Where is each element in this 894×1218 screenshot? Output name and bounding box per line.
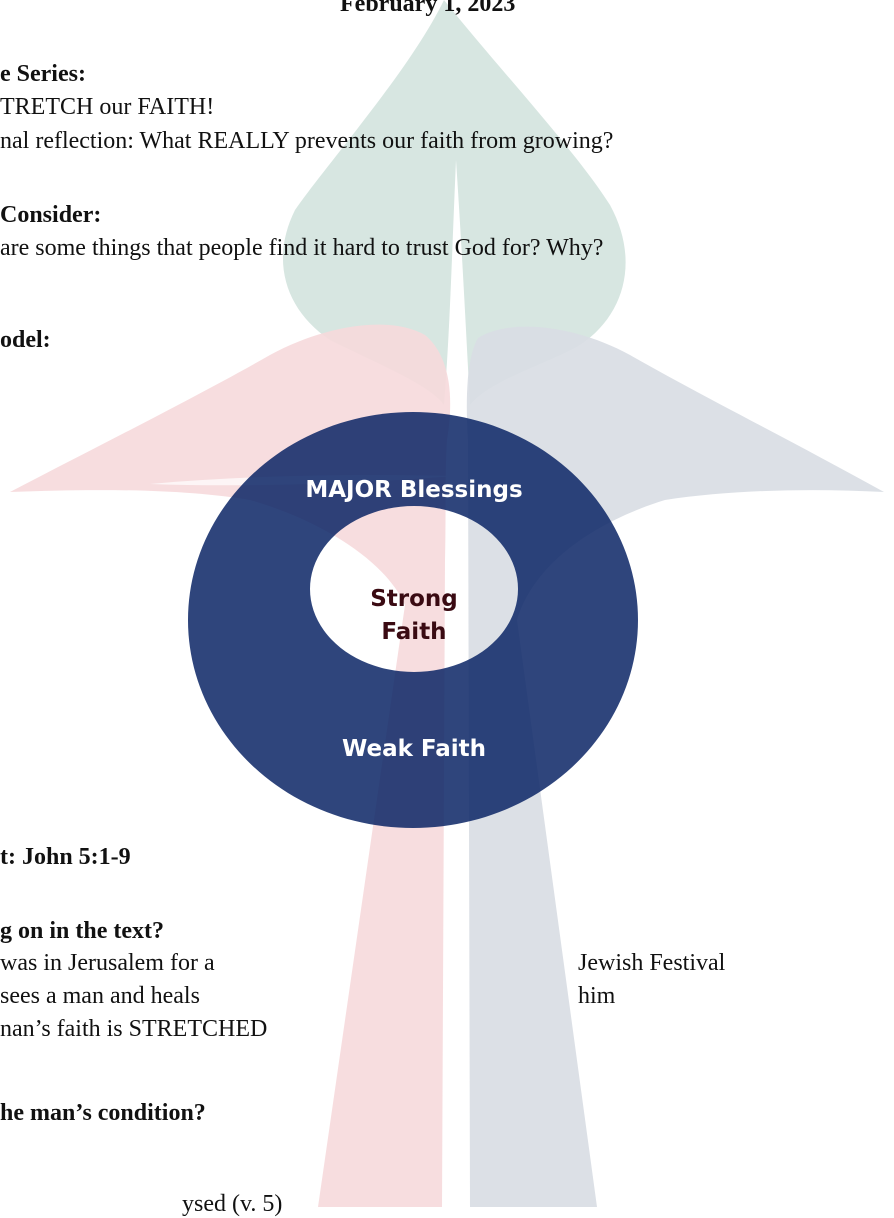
series-line-2: nal reflection: What REALLY prevents our… <box>0 128 614 154</box>
consider-line: are some things that people find it hard… <box>0 235 604 261</box>
model-heading: odel: <box>0 327 51 353</box>
faith-ring <box>187 412 638 828</box>
going-on-right-line-2: him <box>578 983 616 1009</box>
going-on-line-2: sees a man and heals <box>0 983 200 1009</box>
going-on-line-3: nan’s faith is STRETCHED <box>0 1016 268 1042</box>
going-on-heading: g on in the text? <box>0 918 164 944</box>
series-heading: e Series: <box>0 61 86 87</box>
gray-flame-shape <box>466 326 884 1207</box>
condition-heading: he man’s condition? <box>0 1100 206 1126</box>
condition-partial-line: ysed (v. 5) <box>182 1191 283 1217</box>
going-on-line-1: was in Jerusalem for a <box>0 950 215 976</box>
ring-outer-label: MAJOR Blessings <box>305 477 523 503</box>
green-flame-shape <box>282 0 626 405</box>
ring-bottom-label: Weak Faith <box>341 736 487 762</box>
series-line-1: TRETCH our FAITH! <box>0 94 215 120</box>
ring-inner-label-line2: Faith <box>381 619 447 645</box>
header-date: February 1, 2023 <box>340 0 516 17</box>
ring-inner-label-line1: Strong <box>370 586 458 612</box>
going-on-right-line-1: Jewish Festival <box>578 950 726 976</box>
consider-heading: Consider: <box>0 202 102 228</box>
text-reference-heading: t: John 5:1-9 <box>0 844 131 870</box>
